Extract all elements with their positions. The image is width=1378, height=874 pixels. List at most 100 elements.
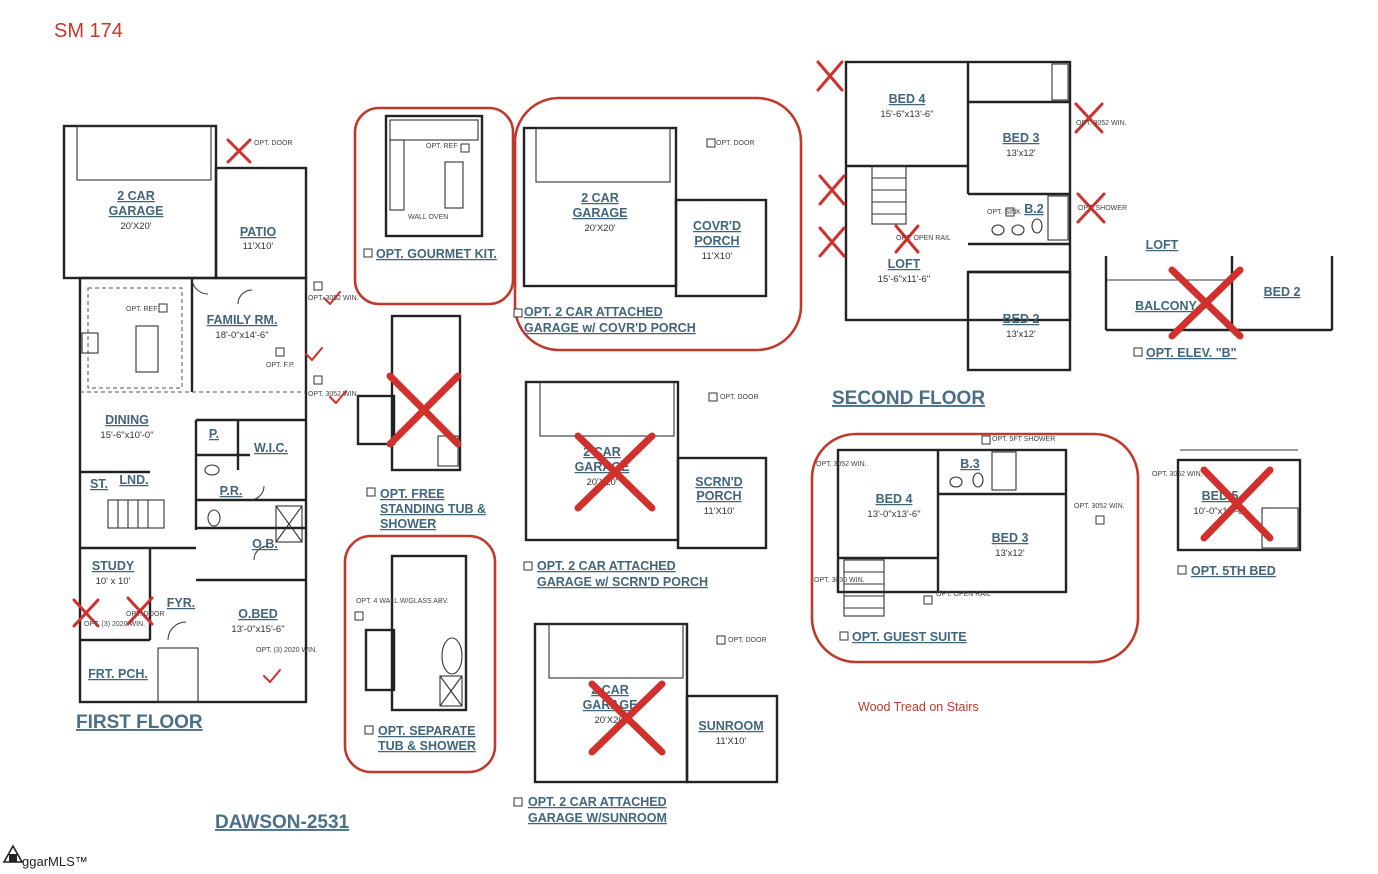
study-dim: 10' x 10' xyxy=(96,576,131,587)
sp-porch-dim: 11'X10' xyxy=(704,506,735,517)
sunroom-dim: 11'X10' xyxy=(716,736,747,747)
patio-dim: 11'X10' xyxy=(243,241,274,252)
gourmet-kit-caption: OPT. GOURMET KIT. xyxy=(376,247,497,261)
option-free-standing-tub: OPT. FREE STANDING TUB & SHOWER xyxy=(356,314,486,531)
storage-label: ST. xyxy=(90,477,108,491)
sep-caption-1: OPT. SEPARATE xyxy=(378,724,475,738)
laundry-label: LND. xyxy=(119,473,148,487)
wic-label: W.I.C. xyxy=(254,441,288,455)
stair-note: Wood Tread on Stairs xyxy=(858,700,979,714)
sp-porch-label: SCRN'D xyxy=(695,475,742,489)
sf-opt-shower: OPT. SHOWER xyxy=(1078,205,1127,212)
gs-opt-win-left: OPT. 3052 WIN. xyxy=(816,461,867,468)
sf-bed2-label: BED 2 xyxy=(1003,312,1040,326)
gs-opt-shower: OPT. 5FT SHOWER xyxy=(992,436,1055,443)
sf-loft-dim: 15'-6"x11'-6" xyxy=(878,274,930,285)
sp-opt-door: OPT. DOOR xyxy=(720,394,759,401)
gourmet-wall-oven: WALL OVEN xyxy=(408,214,448,221)
option-garage-covered-porch: OPT. DOOR 2 CAR GARAGE 20'X20' COVR'D PO… xyxy=(513,96,803,352)
opt-ref-note: OPT. REF xyxy=(126,306,158,313)
owner-bed-dim: 13'-0"x15'-6" xyxy=(231,624,284,635)
fb-opt-win: OPT. 3052 WIN. xyxy=(1152,471,1203,478)
owner-bath-label: O.B. xyxy=(252,537,278,551)
sr-opt-door: OPT. DOOR xyxy=(728,637,767,644)
cp-opt-door: OPT. DOOR xyxy=(716,140,755,147)
elevb-loft-label: LOFT xyxy=(1146,238,1179,252)
opt-fp-note: OPT. F.P. xyxy=(266,362,295,369)
garage-label: 2 CAR xyxy=(117,189,155,203)
first-floor-plan: 2 CAR GARAGE 20'X20' PATIO 11'X10' FAMIL… xyxy=(62,124,359,704)
dining-label: DINING xyxy=(105,413,149,427)
sf-bed4-dim: 15'-6"x13'-6" xyxy=(880,109,933,120)
gs-bed3-dim: 13'x12' xyxy=(995,548,1025,559)
study-label: STUDY xyxy=(92,559,135,573)
gs-bed4-dim: 13'-0"x13'-6" xyxy=(867,509,920,520)
plan-code: SM 174 xyxy=(54,20,123,42)
second-floor-title: SECOND FLOOR xyxy=(832,388,985,409)
fst-caption-1: OPT. FREE xyxy=(380,487,445,501)
sf-bed3-dim: 13'x12' xyxy=(1006,148,1036,159)
gourmet-opt-ref: OPT. REF xyxy=(426,143,458,150)
sr-caption-2: GARAGE W/SUNROOM xyxy=(528,811,667,825)
sf-opt-sink: OPT. SINK xyxy=(987,209,1021,216)
option-garage-sunroom: OPT. DOOR 2 CAR GARAGE 20'X20' SUNROOM 1… xyxy=(513,622,779,825)
elevb-caption: OPT. ELEV. "B" xyxy=(1146,346,1237,360)
opt-3052-note-a: OPT. 3052 WIN. xyxy=(308,295,359,302)
opt-2020-study-note: OPT. (3) 2020 WIN. xyxy=(84,621,145,628)
fb-bed5-dim: 10'-0"x12'-0" xyxy=(1193,506,1246,517)
sf-opt-open-rail: OPT. OPEN RAIL xyxy=(896,235,951,242)
opt-2020-obed-note: OPT. (3) 2020 WIN. xyxy=(256,647,317,654)
cp-garage-label: 2 CAR xyxy=(581,191,619,205)
cp-porch-label-2: PORCH xyxy=(694,234,739,248)
sp-porch-label-2: PORCH xyxy=(696,489,741,503)
cp-porch-dim: 11'X10' xyxy=(702,251,733,262)
fst-caption-3: SHOWER xyxy=(380,517,436,531)
opt-3052-note-b: OPT. 3052 WIN. xyxy=(308,391,359,398)
opt-study-door-note: OPT. DOOR xyxy=(126,611,165,618)
sep-caption-2: TUB & SHOWER xyxy=(378,739,476,753)
elevb-balcony-label: BALCONY xyxy=(1135,299,1197,313)
option-fifth-bed: OPT. 3052 WIN. BED 5 10'-0"x12'-0" OPT. … xyxy=(1152,449,1302,578)
powder-room-label: P.R. xyxy=(220,484,243,498)
foyer-label: FYR. xyxy=(167,596,195,610)
sr-garage-dim: 20'X20' xyxy=(594,715,625,726)
front-porch-label: FRT. PCH. xyxy=(88,667,148,681)
family-room-dim: 18'-0"x14'-6" xyxy=(215,330,268,341)
sf-bed4-label: BED 4 xyxy=(889,92,926,106)
pantry-label: P. xyxy=(209,427,219,441)
garage-dim: 20'X20' xyxy=(120,221,151,232)
sf-opt-win: OPT. 3052 WIN. xyxy=(1076,120,1127,127)
owner-bed-label: O.BED xyxy=(238,607,278,621)
gs-opt-3030: OPT. 3030 WIN. xyxy=(814,577,865,584)
family-room-label: FAMILY RM. xyxy=(207,313,278,327)
opt-door-note: OPT. DOOR xyxy=(254,140,293,147)
sf-bed2-dim: 13'x12' xyxy=(1006,329,1036,340)
sep-wall-note: OPT. 4 WALL W/GLASS ABV. xyxy=(356,598,449,605)
option-elevation-b: LOFT BALCONY BED 2 OPT. ELEV. "B" xyxy=(1104,238,1334,360)
cp-porch-label: COVR'D xyxy=(693,219,741,233)
mls-logo-text: ggarMLS™ xyxy=(22,854,88,869)
patio-label: PATIO xyxy=(240,225,277,239)
gs-bath3-label: B.3 xyxy=(960,457,980,471)
fb-caption: OPT. 5TH BED xyxy=(1191,564,1276,578)
cp-garage-dim: 20'X20' xyxy=(584,223,615,234)
sf-bath2-label: B.2 xyxy=(1024,202,1044,216)
option-separate-tub-shower: OPT. 4 WALL W/GLASS ABV. OPT. SEPARATE T… xyxy=(343,534,497,774)
elevb-bed2-label: BED 2 xyxy=(1264,285,1301,299)
gs-bed4-label: BED 4 xyxy=(876,492,913,506)
sp-caption-2: GARAGE w/ SCRN'D PORCH xyxy=(537,575,708,589)
cp-caption-1: OPT. 2 CAR ATTACHED xyxy=(524,305,663,319)
sp-caption-1: OPT. 2 CAR ATTACHED xyxy=(537,559,676,573)
gs-opt-open-rail: OPT. OPEN RAIL xyxy=(936,591,991,598)
dining-dim: 15'-6"x10'-0" xyxy=(100,430,153,441)
sr-caption-1: OPT. 2 CAR ATTACHED xyxy=(528,795,667,809)
sunroom-label: SUNROOM xyxy=(698,719,763,733)
garage-label-2: GARAGE xyxy=(109,204,164,218)
gs-bed3-label: BED 3 xyxy=(992,531,1029,545)
sf-loft-label: LOFT xyxy=(888,257,921,271)
sf-bed3-label: BED 3 xyxy=(1003,131,1040,145)
option-guest-suite: OPT. 5FT SHOWER OPT. 3052 WIN. OPT. 3052… xyxy=(810,432,1140,664)
fst-caption-2: STANDING TUB & xyxy=(380,502,486,516)
plan-name: DAWSON-2531 xyxy=(215,812,350,833)
